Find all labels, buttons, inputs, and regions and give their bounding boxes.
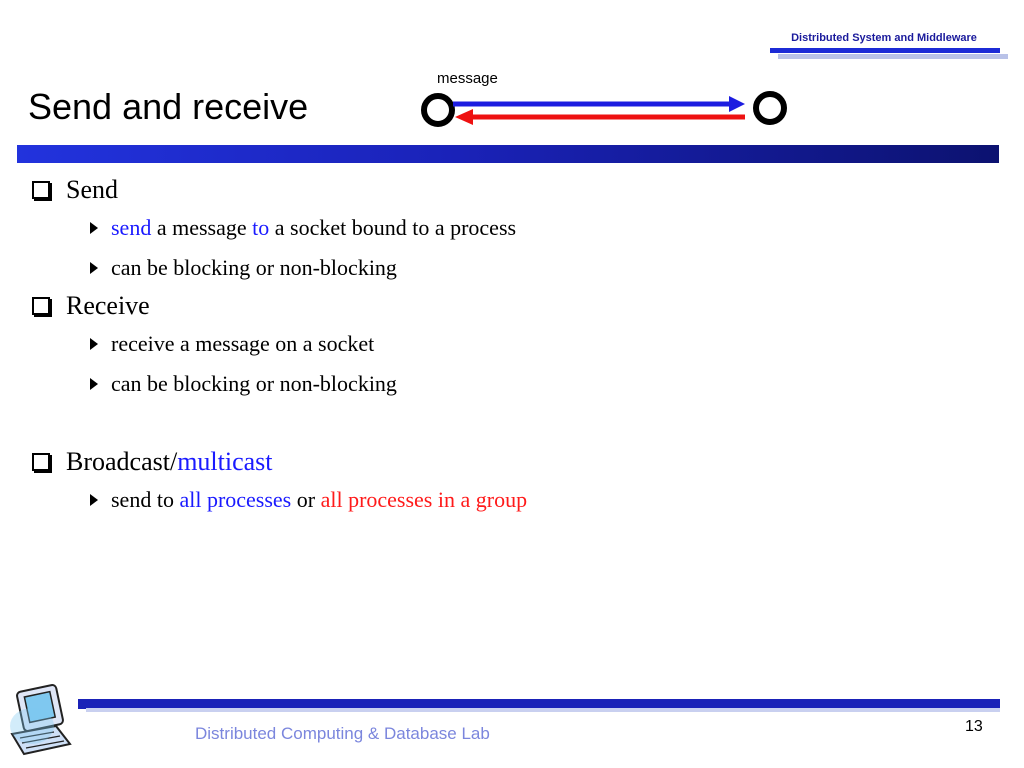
computer-logo-icon [10, 684, 72, 756]
footer-lab-name: Distributed Computing & Database Lab [195, 724, 490, 743]
sender-node [421, 93, 455, 127]
checkbox-icon [32, 297, 50, 315]
triangle-arrow-icon [90, 222, 98, 234]
send-bullet-1-text-a: a message [151, 215, 253, 240]
triangle-arrow-icon [90, 494, 98, 506]
backward-arrowhead [455, 109, 473, 125]
diagram-label: message [437, 70, 498, 87]
header-tag: Distributed System and Middleware [791, 32, 977, 44]
checkbox-icon [32, 181, 50, 199]
receive-bullet-1: receive a message on a socket [30, 324, 990, 364]
receive-heading: Receive [30, 288, 990, 324]
receive-bullet-1-text: receive a message on a socket [111, 331, 375, 356]
message-arrows [421, 91, 787, 127]
slide-content: Send send a message to a socket bound to… [30, 172, 990, 520]
triangle-arrow-icon [90, 262, 98, 274]
header-tag-shadow [778, 54, 1008, 59]
header-tag-underline [770, 48, 1000, 53]
to-keyword: to [252, 215, 270, 240]
forward-arrowhead [729, 96, 745, 112]
receive-bullet-2: can be blocking or non-blocking [30, 364, 990, 404]
send-bullet-1-text-b: a socket bound to a process [269, 215, 517, 240]
send-heading: Send [30, 172, 990, 208]
checkbox-icon [32, 453, 50, 471]
receiver-node [753, 91, 787, 125]
send-bullet-1: send a message to a socket bound to a pr… [30, 208, 990, 248]
send-keyword: send [111, 215, 152, 240]
slide-title: Send and receive [28, 86, 309, 127]
broadcast-bullet-text-b: or [291, 487, 321, 512]
title-bar [17, 145, 999, 163]
message-diagram: message [415, 70, 795, 136]
send-bullet-2: can be blocking or non-blocking [30, 248, 990, 288]
all-processes-keyword: all processes [179, 487, 292, 512]
page-number: 13 [965, 718, 983, 735]
section-spacer [30, 404, 990, 444]
broadcast-bullet-text-a: send to [111, 487, 180, 512]
triangle-arrow-icon [90, 378, 98, 390]
multicast-keyword: multicast [177, 447, 273, 476]
send-bullet-2-text: can be blocking or non-blocking [111, 255, 397, 280]
broadcast-heading: Broadcast/multicast [30, 444, 990, 480]
broadcast-heading-text: Broadcast/ [66, 447, 178, 476]
footer-line-shadow [86, 708, 1000, 712]
triangle-arrow-icon [90, 338, 98, 350]
send-heading-text: Send [66, 175, 118, 204]
broadcast-bullet-1: send to all processes or all processes i… [30, 480, 990, 520]
group-keyword: all processes in a group [320, 487, 528, 512]
footer-line [78, 699, 1000, 709]
receive-heading-text: Receive [66, 291, 150, 320]
receive-bullet-2-text: can be blocking or non-blocking [111, 371, 397, 396]
